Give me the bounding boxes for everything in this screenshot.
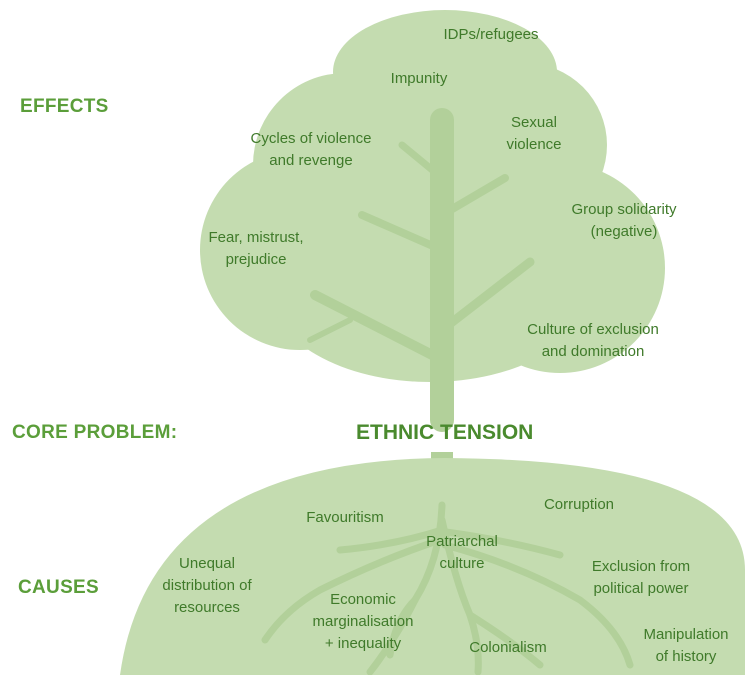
cause-label-patriarchal-culture: Patriarchal culture (426, 533, 498, 572)
cause-label-manipulation-of-history: Manipulation of history (643, 626, 729, 665)
cause-label-favouritism: Favouritism (306, 509, 384, 526)
effect-label-cycles-of-violence: Cycles of violence and revenge (250, 130, 372, 169)
effect-label-impunity: Impunity (390, 70, 448, 87)
tree-roots (261, 501, 634, 675)
effect-label-culture-of-exclusion: Culture of exclusion and domination (527, 321, 659, 360)
cause-label-unequal-distribution: Unequal distribution of resources (162, 555, 252, 616)
effect-label-group-solidarity: Group solidarity (negative) (571, 201, 677, 240)
effects-heading: EFFECTS (20, 96, 109, 117)
cause-label-economic-marginalisation: Economic marginalisation + inequality (312, 591, 414, 652)
effect-label-idps: IDPs/refugees (443, 26, 539, 43)
core-problem-heading: CORE PROBLEM: (12, 422, 178, 443)
effect-label-fear-mistrust: Fear, mistrust, prejudice (208, 229, 304, 268)
core-problem-title: ETHNIC TENSION (356, 421, 534, 444)
cause-label-exclusion-political-power: Exclusion from political power (591, 558, 691, 597)
effect-label-sexual-violence: Sexual violence (506, 114, 562, 153)
cause-label-corruption: Corruption (543, 496, 615, 513)
causes-heading: CAUSES (18, 577, 99, 598)
cause-label-colonialism: Colonialism (469, 639, 547, 656)
tree-branches (307, 108, 535, 432)
